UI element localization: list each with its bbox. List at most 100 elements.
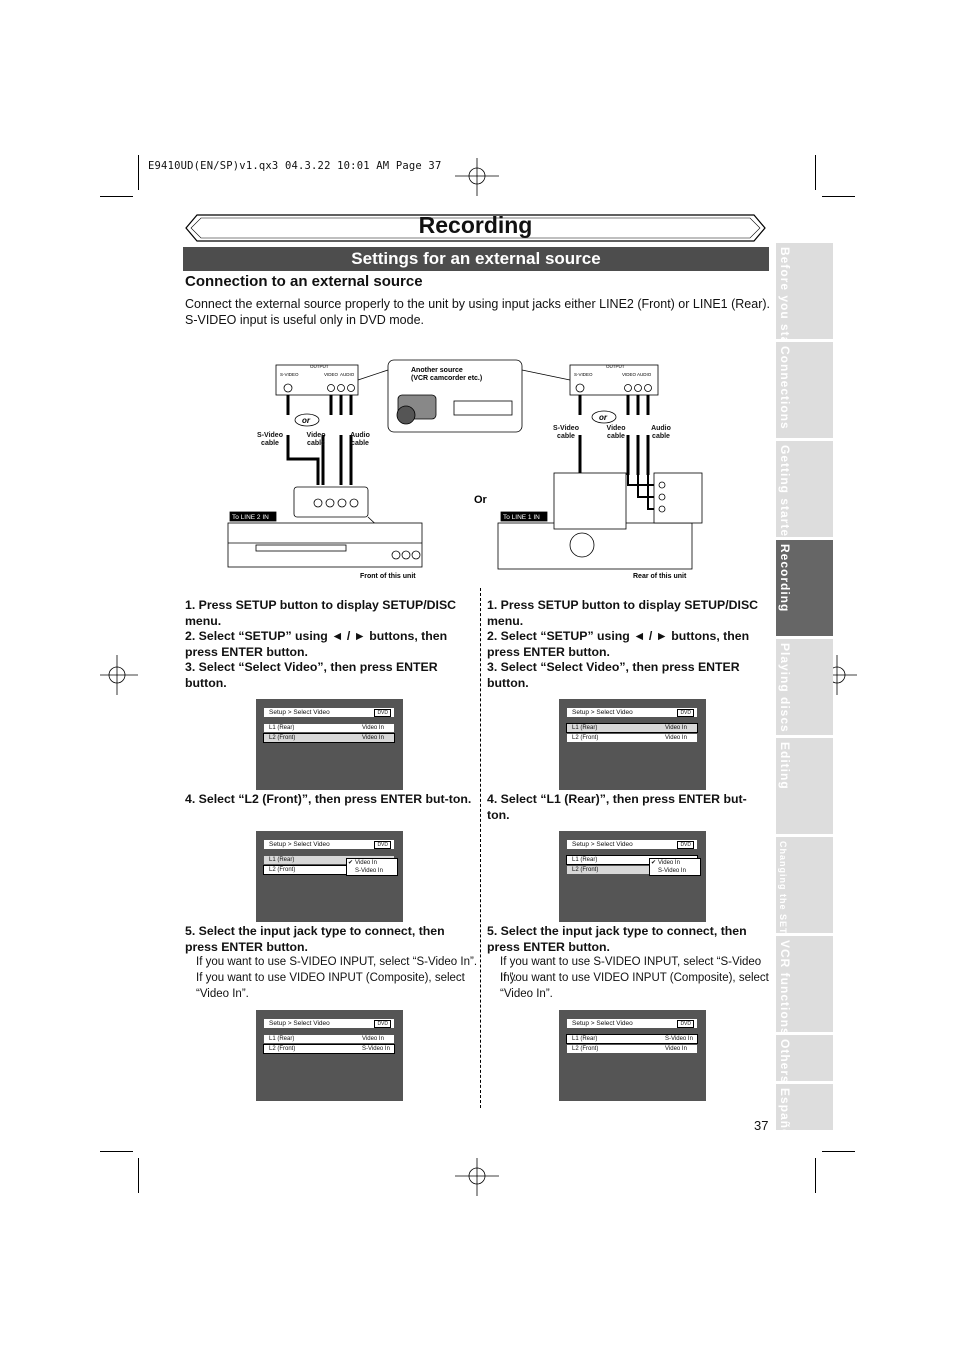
tab-connections[interactable]: Connections — [776, 342, 833, 438]
screen-element: L2 (Front) — [572, 867, 599, 873]
screen-element: L1 (Rear) — [269, 1036, 295, 1042]
tab-recording[interactable]: Recording — [776, 540, 833, 636]
tab-label: Español — [778, 1088, 792, 1142]
right-step5: 5. Select the input jack type to connect… — [487, 924, 747, 954]
subheading: Connection to an external source — [185, 273, 423, 290]
screen-element: L1 (Rear) — [572, 1036, 598, 1042]
screen-element: Setup > Select Video — [269, 709, 330, 716]
page-title: Recording — [418, 212, 533, 238]
left-step2: 2. Select “SETUP” using ◄ / ► buttons, t… — [185, 629, 448, 659]
screen-element: L2 (Front) — [567, 866, 697, 874]
screen-element: Setup > Select Video — [572, 709, 633, 716]
to-line1-label: To LINE 1 IN — [503, 514, 540, 521]
screen-element: S-Video In — [362, 1046, 390, 1052]
intro-text: Connect the external source properly to … — [185, 297, 771, 327]
screen-element: S-Video In — [658, 868, 686, 874]
right-screen-1: Setup > Select Video DVD L1 (Rear) Video I… — [559, 699, 706, 790]
screen-element: L1 (Rear) Video In — [264, 1035, 394, 1043]
tab-label: Recording — [778, 544, 792, 613]
left-screen-1: Setup > Select Video DVD L1 (Rear)Video I… — [256, 699, 403, 790]
tab-label: Editing — [778, 742, 792, 790]
svideo-jack-left: S-VIDEO — [280, 372, 299, 377]
video-cable-label-left: Video cable — [306, 432, 326, 447]
screen-element: Setup > Select Video DVD — [264, 840, 394, 849]
another-source-sub: (VCR camcorder etc.) — [411, 375, 482, 382]
tab-before-you-start[interactable]: Before you start — [776, 243, 833, 355]
to-line2-label: To LINE 2 IN — [232, 514, 269, 521]
tab-espanol[interactable]: Español — [776, 1084, 833, 1142]
screen-element: Video InS-Video In — [346, 858, 398, 876]
screen-element: Video In — [362, 725, 384, 731]
tab-label: Connections — [778, 346, 792, 430]
connection-diagram: OUTPUT S-VIDEO VIDEO AUDIO OUTPUT S-VIDE… — [227, 359, 703, 580]
left-step1: 1. Press SETUP button to display SETUP/D… — [185, 598, 457, 628]
or-left: or — [302, 416, 311, 425]
screen-element: Video In — [362, 1036, 384, 1042]
title-banner — [185, 214, 766, 242]
registration-marks — [100, 158, 857, 1196]
screen-element: Setup > Select Video — [269, 841, 330, 848]
screen-element: Setup > Select Video DVD — [567, 708, 697, 717]
crop-mark — [815, 1158, 816, 1193]
right-step2: 2. Select “SETUP” using ◄ / ► buttons, t… — [487, 629, 750, 659]
side-tabs: Before you start Connections Getting sta… — [776, 243, 833, 1142]
right-note1: If you want to use S-VIDEO INPUT, select… — [500, 956, 762, 984]
section-title: Settings for an external source — [183, 247, 769, 271]
screen-element: L2 (Front) — [572, 1046, 599, 1052]
screen-element: L2 (Front)Video In — [263, 733, 395, 743]
tab-editing[interactable]: Editing — [776, 738, 833, 834]
screen-element: S-Video In — [665, 1036, 693, 1042]
screen-element: L2 (Front) Video In — [567, 1045, 697, 1053]
screen-element: Video In — [650, 859, 700, 867]
column-divider — [480, 588, 481, 1108]
video-jack-left: VIDEO — [324, 372, 339, 377]
screen-element: Video InS-Video In — [649, 858, 701, 876]
left-step3: 3. Select “Select Video”, then press ENT… — [185, 660, 438, 690]
video-cable-label-right: Video cable — [606, 425, 626, 440]
tab-label: Getting started — [778, 445, 792, 546]
output-label-left: OUTPUT — [310, 364, 329, 369]
svideo-jack-right: S-VIDEO — [574, 372, 593, 377]
screen-element: L1 (Rear) Video In — [566, 723, 698, 733]
tab-label: Changing the SETUP menu — [778, 841, 788, 981]
right-step1: 1. Press SETUP button to display SETUP/D… — [487, 598, 759, 628]
audio-cable-label-right: Audio cable — [651, 425, 671, 440]
left-step4: 4. Select “L2 (Front)”, then press ENTER… — [185, 792, 472, 806]
screen-element: L1 (Rear) — [269, 857, 295, 863]
screen-element: L2 (Front)S-Video In — [263, 1044, 395, 1054]
screen-element: DVD — [374, 1020, 391, 1028]
crop-mark — [100, 196, 133, 197]
left-note2: If you want to use VIDEO INPUT (Composit… — [196, 972, 465, 1000]
screen-element: DVD — [374, 709, 391, 717]
tab-setup-menu[interactable]: Changing the SETUP menu — [776, 837, 833, 980]
screen-element: Video In — [665, 1046, 687, 1052]
left-step5: 5. Select the input jack type to connect… — [185, 924, 445, 954]
screen-element: Video In — [362, 735, 384, 741]
screen-element: Video In — [665, 735, 687, 741]
or-right: or — [599, 413, 608, 422]
screen-element: L1 (Rear)Video In — [264, 724, 394, 732]
tab-playing-discs[interactable]: Playing discs — [776, 639, 833, 735]
screen-element: Setup > Select Video DVD — [264, 708, 394, 717]
screen-element: S-Video In — [355, 868, 383, 874]
screen-element: DVD — [677, 709, 694, 717]
output-label-right: OUTPUT — [606, 364, 625, 369]
screen-element: DVD — [677, 841, 694, 849]
screen-element: DVD — [374, 841, 391, 849]
audio-cable-label-left: Audio cable — [350, 432, 370, 447]
file-header: E9410UD(EN/SP)v1.qx3 04.3.22 10:01 AM Pa… — [148, 160, 442, 172]
crop-mark — [138, 1158, 139, 1193]
tab-getting-started[interactable]: Getting started — [776, 441, 833, 545]
tab-label: VCR functions — [778, 940, 792, 1036]
tab-vcr-functions[interactable]: VCR functions — [776, 936, 833, 1036]
tab-others[interactable]: Others — [776, 1035, 833, 1084]
screen-element: Video In — [665, 725, 687, 731]
audio-jack-right: AUDIO — [637, 372, 652, 377]
screen-element: L1 (Rear) — [572, 725, 598, 731]
